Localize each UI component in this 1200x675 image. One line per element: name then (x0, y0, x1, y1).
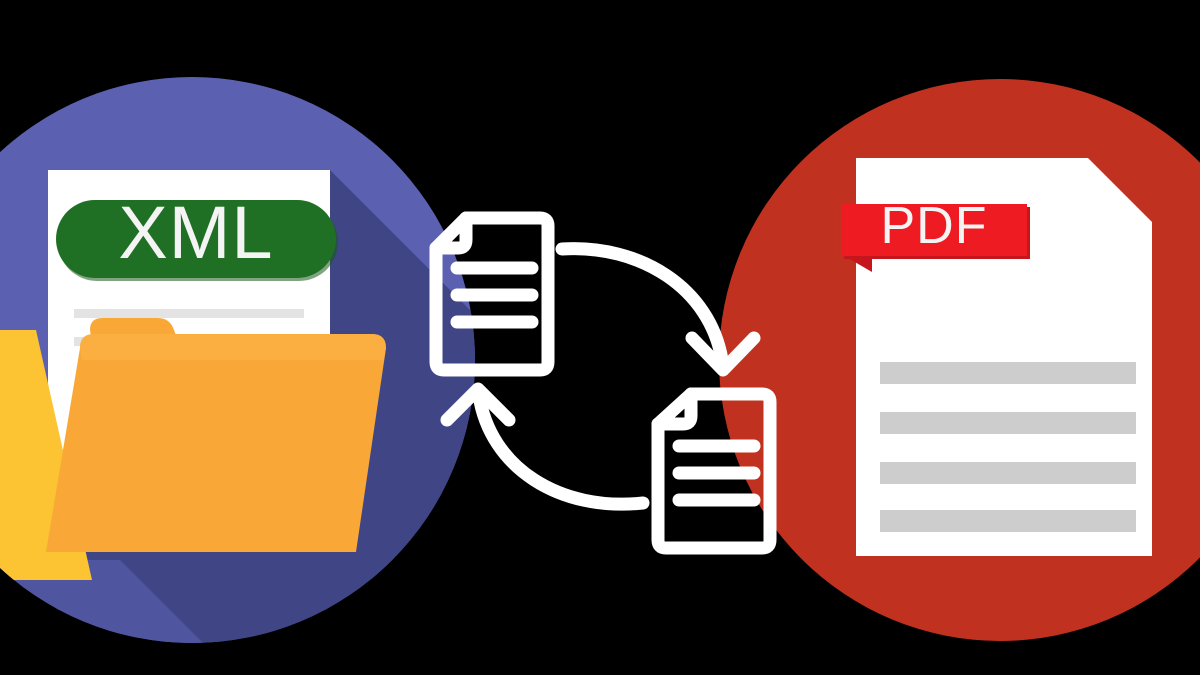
convert-forward-arrow (555, 242, 761, 377)
pdf-text-line (880, 362, 1136, 384)
target-document-icon (651, 387, 777, 555)
convert-back-arrow (440, 382, 650, 511)
pdf-badge-label: PDF (881, 197, 988, 255)
folder-front-flap (46, 334, 386, 552)
pdf-badge-shape (841, 204, 1027, 256)
pdf-text-line (880, 462, 1136, 484)
xml-badge-label: XML (118, 191, 273, 274)
xml-badge: XML (56, 191, 338, 281)
folder-inner-edge (80, 334, 386, 360)
xml-badge-shape (56, 200, 336, 278)
pdf-text-line (880, 510, 1136, 532)
pdf-text-line (880, 412, 1136, 434)
xml-folder-group (0, 318, 386, 580)
xml-text-line (74, 309, 304, 318)
pdf-badge: PDF (841, 197, 1030, 272)
source-document-icon (429, 211, 555, 377)
